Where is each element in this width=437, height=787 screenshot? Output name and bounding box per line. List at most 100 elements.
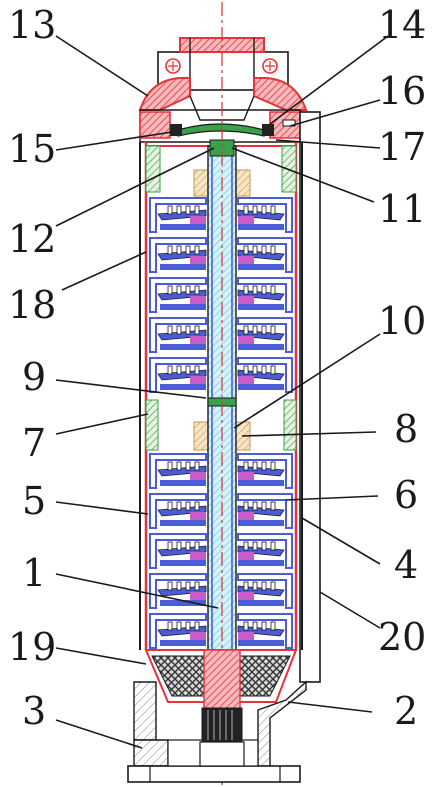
vane [194, 501, 200, 511]
vane [243, 285, 249, 295]
wear-ring-left [190, 512, 206, 520]
upper-coupling-left [193, 169, 209, 197]
impeller-hub-left [160, 384, 206, 390]
callout-7: 7 [22, 421, 46, 465]
vane [243, 325, 249, 335]
vane [243, 365, 249, 375]
diffuser-left [149, 237, 207, 273]
callout-20: 20 [378, 615, 426, 659]
vane [176, 621, 182, 631]
wear-ring-right [238, 256, 254, 264]
impeller-hub-right [238, 384, 284, 390]
callout-4: 4 [394, 543, 418, 587]
vane [185, 581, 191, 591]
motor-adapter [127, 680, 307, 783]
vane [167, 581, 173, 591]
diffuser-left [149, 453, 207, 489]
impeller-hub-right [238, 344, 284, 350]
wear-ring-right [238, 632, 254, 640]
diffuser-left [149, 317, 207, 353]
vane [194, 205, 200, 215]
vane [194, 461, 200, 471]
wear-ring-right [238, 296, 254, 304]
callout-1: 1 [22, 551, 46, 595]
impeller-hub-left [160, 520, 206, 526]
impeller-hub-left [160, 640, 206, 646]
vane [194, 285, 200, 295]
vane [176, 325, 182, 335]
vane [261, 581, 267, 591]
vane [167, 541, 173, 551]
wear-ring-left [190, 216, 206, 224]
vane [167, 501, 173, 511]
vane [252, 245, 258, 255]
vane [176, 461, 182, 471]
callout-13: 13 [8, 3, 56, 47]
seal-right [262, 124, 274, 136]
callout-9: 9 [22, 355, 46, 399]
vane [243, 245, 249, 255]
impeller-hub-right [238, 264, 284, 270]
vane [270, 205, 276, 215]
impeller-hub-left [160, 224, 206, 230]
wear-ring-right [238, 472, 254, 480]
vane [243, 461, 249, 471]
impeller-hub-right [238, 640, 284, 646]
callout-14: 14 [378, 3, 426, 47]
diffuser-right [237, 317, 293, 353]
vane [261, 325, 267, 335]
pump-stages [149, 197, 293, 649]
impeller-hub-left [160, 600, 206, 606]
diffuser-left [149, 197, 207, 233]
vane [252, 285, 258, 295]
callout-17: 17 [378, 125, 426, 169]
vane [194, 581, 200, 591]
vane [252, 581, 258, 591]
vane [270, 461, 276, 471]
vane [185, 285, 191, 295]
vane [194, 365, 200, 375]
impeller-hub-left [160, 560, 206, 566]
impeller-hub-left [160, 304, 206, 310]
wear-ring-right [238, 216, 254, 224]
diffuser-right [237, 357, 293, 393]
vane [243, 541, 249, 551]
vane [261, 501, 267, 511]
vane [252, 205, 258, 215]
callout-2: 2 [394, 689, 418, 733]
vane [194, 325, 200, 335]
diffuser-right [237, 237, 293, 273]
vane [167, 621, 173, 631]
diffuser-left [149, 573, 207, 609]
vane [270, 285, 276, 295]
impeller-hub-right [238, 224, 284, 230]
vane [176, 245, 182, 255]
vane [176, 541, 182, 551]
vane [252, 621, 258, 631]
vane [261, 205, 267, 215]
impeller-hub-right [238, 520, 284, 526]
impeller-hub-left [160, 480, 206, 486]
callout-15: 15 [8, 127, 56, 171]
vane [194, 541, 200, 551]
vane [167, 461, 173, 471]
wear-ring-left [190, 472, 206, 480]
leader-lines [55, 35, 389, 749]
vane [243, 501, 249, 511]
callout-18: 18 [8, 283, 56, 327]
suction-strainer [144, 649, 298, 711]
impeller-hub-right [238, 600, 284, 606]
vane [185, 461, 191, 471]
vane [261, 541, 267, 551]
vane [270, 501, 276, 511]
middle-coupling-left [193, 421, 209, 451]
vane [270, 541, 276, 551]
vane [194, 245, 200, 255]
impeller-hub-right [238, 560, 284, 566]
vane [261, 245, 267, 255]
check-valve [170, 119, 296, 137]
diffuser-right [237, 453, 293, 489]
vane [185, 501, 191, 511]
vane [167, 205, 173, 215]
